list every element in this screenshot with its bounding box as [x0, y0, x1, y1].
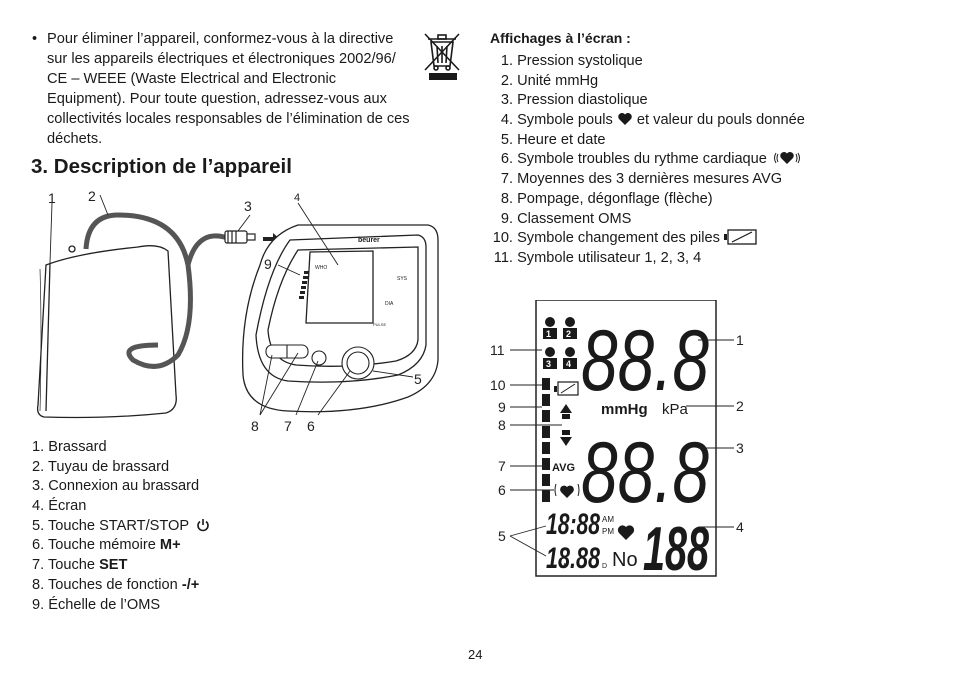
device-illustration: beurer WHO SYS DIA PULSE 1 2 3 4 9 5 8 7… [36, 188, 439, 434]
parts-list: 1. Brassard 2. Tuyau de brassard 3. Conn… [32, 438, 210, 615]
callout-9: 9 [264, 256, 272, 272]
display-list: 1. Pression systolique 2. Unité mmHg 3. … [490, 52, 805, 269]
disposal-line: déchets. [47, 131, 103, 147]
user-icons [543, 317, 577, 369]
callout-3: 3 [244, 198, 252, 214]
disposal-line: Equipment). Pour toute question, adresse… [47, 91, 387, 107]
lcd-callout-11: 11 [490, 342, 505, 358]
callout-4: 4 [294, 192, 300, 204]
time-digits: 18:88 [546, 508, 600, 541]
pump-arrows [560, 404, 572, 446]
lcd-callout-6: 6 [498, 482, 506, 498]
list-item: 5. Heure et date [500, 131, 606, 148]
list-item: 2. Tuyau de brassard [32, 458, 170, 475]
lcd-heart-icon [617, 525, 635, 540]
lcd-callout-1: 1 [736, 332, 744, 348]
date-digits: 18.88 [546, 542, 600, 575]
unit-mmhg: mmHg [601, 401, 648, 418]
buttons-drawing [265, 344, 375, 380]
list-item: 1. Brassard [32, 439, 107, 455]
list-item: 11. Symbole utilisateur 1, 2, 3, 4 [493, 249, 702, 266]
lcd-arrhythmia-icon [554, 483, 580, 498]
list-item: 6. Touche mémoire M+ [32, 537, 181, 554]
user-4-label: 4 [566, 359, 571, 369]
user-3-label: 3 [546, 359, 551, 369]
callout-7: 7 [284, 418, 292, 434]
list-item: 10. Symbole changement des piles [490, 229, 805, 249]
brand-label: beurer [358, 237, 380, 244]
cuff-drawing [36, 245, 177, 419]
pm-label: PM [602, 527, 614, 536]
list-item: 7. Touche SET [32, 557, 128, 574]
unit-kpa: kPa [662, 401, 689, 418]
connector-drawing [224, 230, 256, 244]
weee-crossed-bin-icon [424, 33, 460, 80]
heart-icon [618, 113, 632, 126]
list-item: 6. Symbole troubles du rythme cardiaque [490, 150, 805, 170]
lcd-callout-2: 2 [736, 398, 744, 414]
disposal-line: sur les appareils électriques et électro… [47, 51, 396, 67]
list-item: 3. Pression diastolique [500, 92, 648, 109]
power-icon [197, 518, 209, 532]
list-item: 8. Touches de fonction -/+ [32, 576, 200, 593]
user-1-label: 1 [546, 329, 551, 339]
lcd-callout-3: 3 [736, 440, 744, 456]
lcd-callout-8: 8 [498, 417, 506, 433]
callout-1: 1 [48, 190, 56, 206]
bullet: • [32, 31, 38, 47]
list-item: 8. Pompage, dégonflage (flèche) [500, 190, 713, 207]
arrhythmia-heart-icon [773, 152, 800, 165]
who-scale-drawing [299, 271, 309, 299]
lcd-callout-10: 10 [490, 377, 506, 393]
monitor-drawing [241, 224, 439, 413]
who-label: WHO [315, 265, 327, 271]
pulse-label: PULSE [373, 322, 386, 327]
callout-8: 8 [251, 418, 259, 434]
callout-6: 6 [307, 418, 315, 434]
lcd-battery-icon [554, 381, 579, 396]
section-heading: 3. Description de l’appareil [31, 155, 292, 178]
lcd-display-figure: 1 2 3 4 88.8 mmHg kPa 88.8 AVG 18:88 AM … [490, 300, 744, 580]
list-item: 4. Symbole pouls et valeur du pouls donn… [500, 112, 805, 129]
who-scale-bar [542, 378, 550, 502]
list-item: 4. Écran [32, 498, 87, 515]
disposal-line: CE – WEEE (Waste Electrical and Electron… [47, 71, 336, 87]
lcd-callout-5: 5 [498, 528, 506, 544]
no-label: No [612, 549, 638, 571]
list-item: 5. Touche START/STOP [32, 517, 210, 537]
list-item: 7. Moyennes des 3 dernières mesures AVG [500, 171, 783, 188]
list-item: 9. Échelle de l’OMS [32, 596, 161, 613]
callout-2: 2 [88, 188, 96, 204]
callout-5: 5 [414, 371, 422, 387]
hose [83, 212, 193, 369]
display-title: Affichages à l’écran : [490, 30, 631, 46]
list-item: 1. Pression systolique [500, 53, 643, 69]
m-label: M [560, 563, 566, 570]
disposal-line: Pour éliminer l’appareil, conformez-vous… [47, 31, 394, 47]
d-label: D [602, 563, 607, 570]
lcd-callout-4: 4 [736, 519, 744, 535]
diastolic-digits: 88.8 [581, 425, 709, 521]
battery-icon [723, 229, 757, 245]
sys-label: SYS [397, 276, 408, 282]
user-2-label: 2 [566, 329, 571, 339]
systolic-digits: 88.8 [581, 313, 709, 409]
lcd-callout-7: 7 [498, 458, 506, 474]
list-item: 3. Connexion au brassard [32, 478, 200, 495]
am-label: AM [602, 515, 614, 524]
pulse-digits: 188 [643, 515, 709, 580]
list-item: 9. Classement OMS [500, 210, 632, 227]
disposal-line: collectivités locales responsables de l’… [47, 111, 410, 127]
page-number: 24 [468, 647, 483, 662]
dia-label: DIA [385, 301, 394, 307]
avg-label: AVG [552, 462, 575, 474]
lcd-callout-9: 9 [498, 399, 506, 415]
list-item: 2. Unité mmHg [500, 72, 599, 89]
